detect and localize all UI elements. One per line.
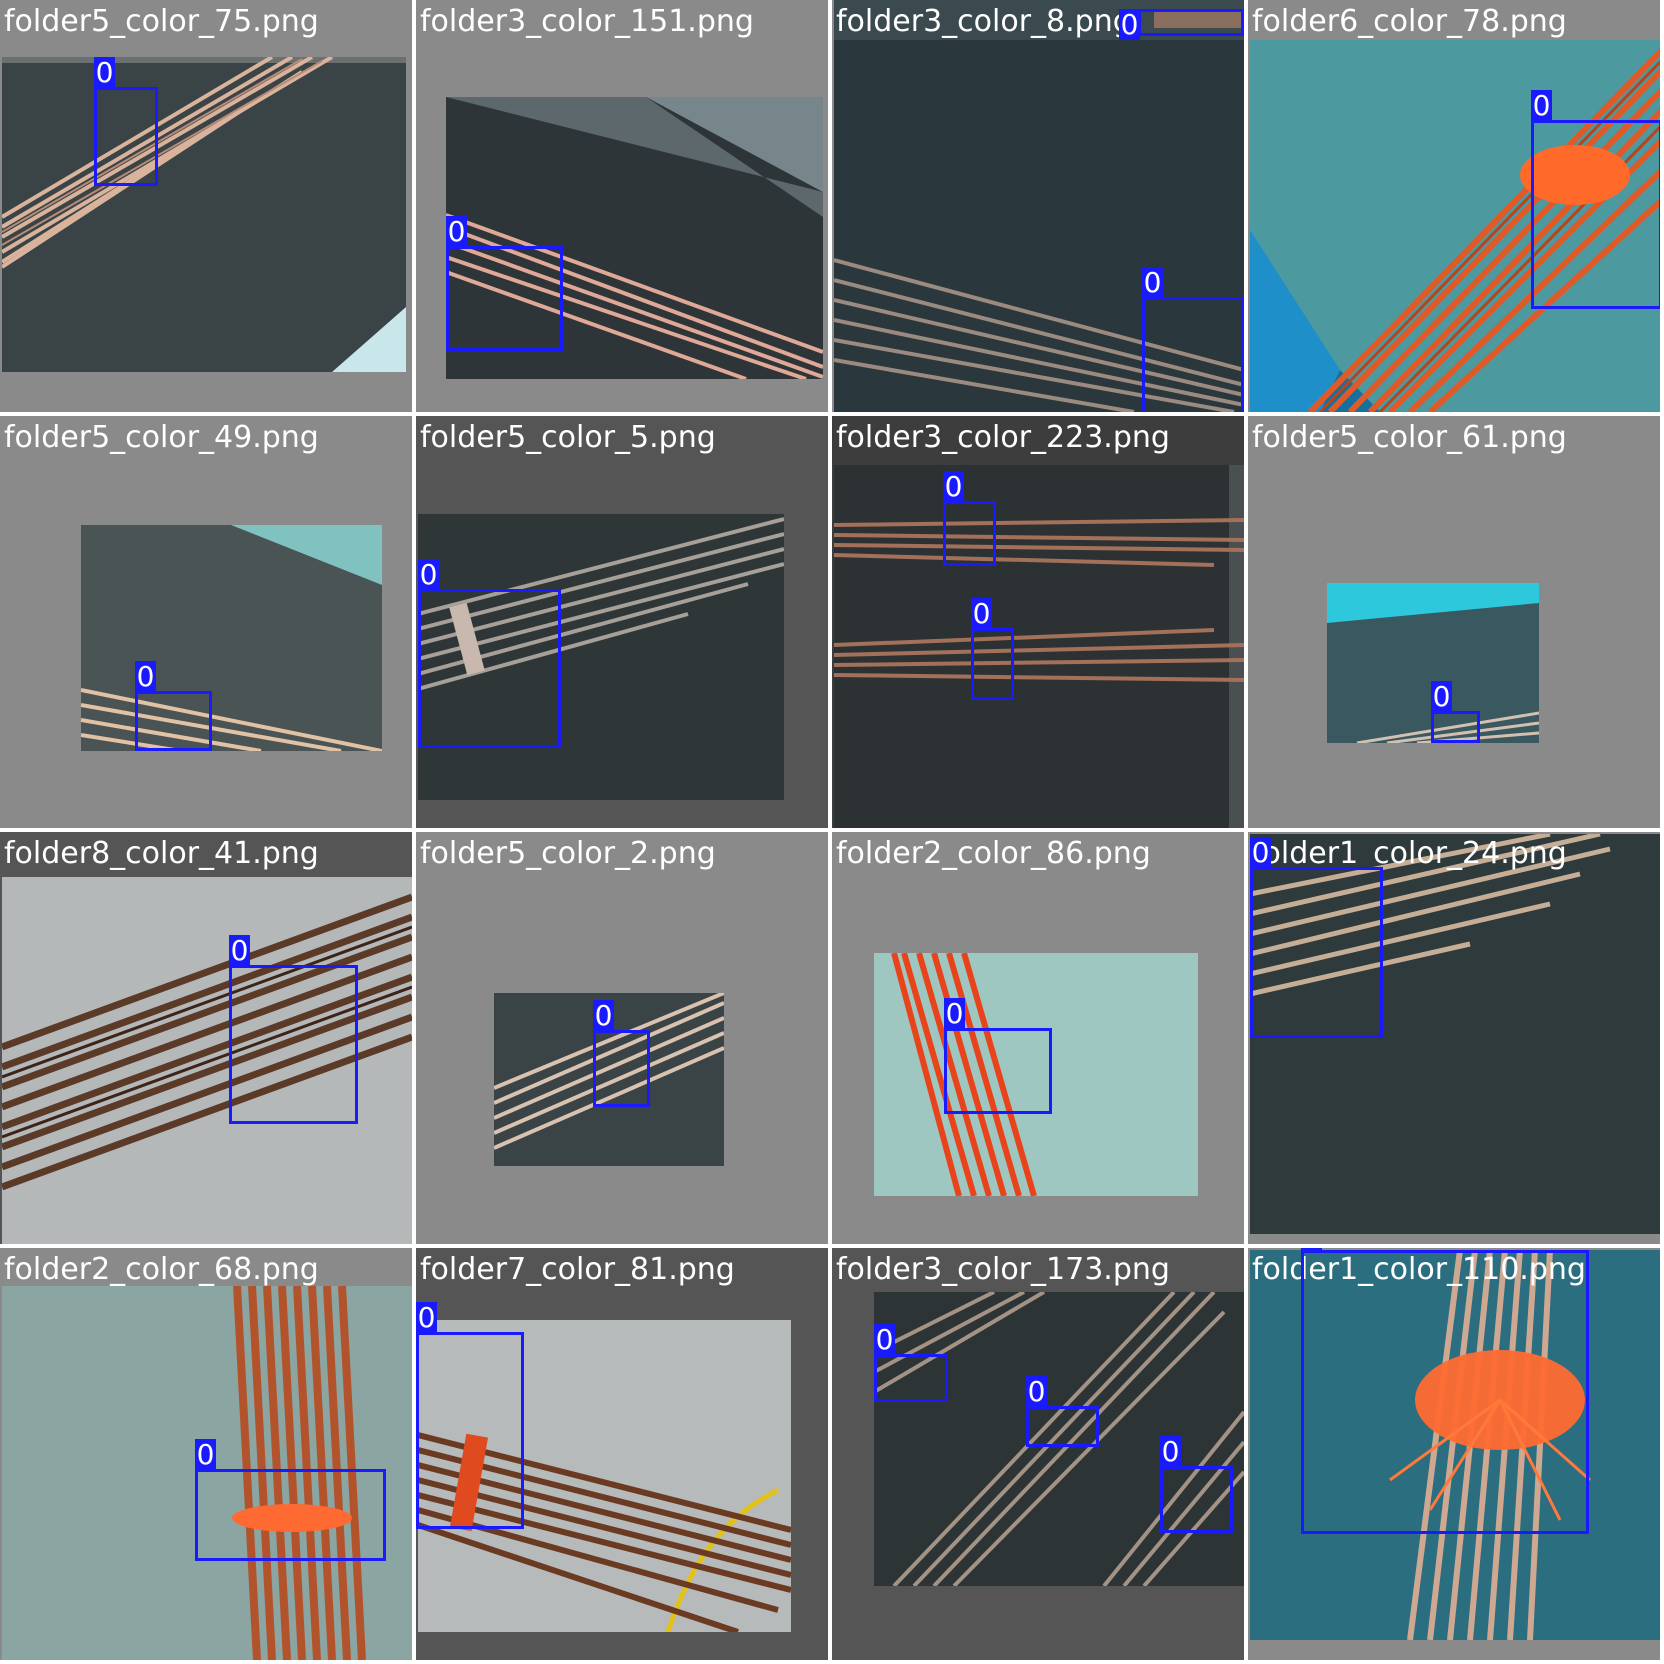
detection-box[interactable]: 0	[229, 935, 358, 1124]
tile-filename: folder2_color_68.png	[4, 1252, 319, 1287]
tile-folder6-color-78[interactable]: folder6_color_78.png 0	[1248, 0, 1660, 412]
detection-box[interactable]: 0	[1531, 90, 1660, 309]
tile-folder3-color-173[interactable]: folder3_color_173.png 0 0 0	[832, 1248, 1244, 1660]
photo	[2, 1286, 412, 1660]
tile-folder7-color-81[interactable]: folder7_color_81.png 0	[416, 1248, 828, 1660]
class-label: 0	[1431, 680, 1452, 713]
class-label: 0	[1250, 836, 1271, 869]
tile-folder8-color-41[interactable]: folder8_color_41.png 0	[0, 832, 412, 1244]
detection-box[interactable]: 0	[593, 1000, 650, 1107]
class-label: 0	[446, 215, 467, 248]
detection-box[interactable]: 0	[418, 559, 561, 748]
photo	[446, 97, 823, 379]
tile-filename: folder5_color_61.png	[1252, 420, 1567, 455]
photo	[2, 877, 412, 1244]
class-label: 0	[593, 999, 614, 1032]
detection-box[interactable]: 0	[971, 598, 1014, 700]
class-label: 0	[1160, 1435, 1181, 1468]
photo	[2, 57, 406, 372]
tile-filename: folder3_color_223.png	[836, 420, 1170, 455]
class-label: 0	[1301, 1248, 1322, 1251]
class-label: 0	[229, 934, 250, 967]
detection-box[interactable]: 0	[944, 998, 1052, 1114]
class-label: 0	[944, 997, 965, 1030]
detection-box[interactable]: 0	[135, 661, 212, 751]
tile-filename: folder3_color_151.png	[420, 4, 754, 39]
detection-box[interactable]: 0	[1026, 1376, 1099, 1447]
tile-folder3-color-223[interactable]: folder3_color_223.png 0 0	[832, 416, 1244, 828]
class-label: 0	[1531, 89, 1552, 122]
tile-folder3-color-151[interactable]: folder3_color_151.png 0	[416, 0, 828, 412]
detection-box[interactable]: 0	[1142, 267, 1244, 412]
tile-filename: folder5_color_2.png	[420, 836, 716, 871]
tile-filename: folder5_color_75.png	[4, 4, 319, 39]
detection-box[interactable]: 0	[1431, 681, 1480, 743]
tile-folder1-color-110[interactable]: folder1_color_110.png 0	[1248, 1248, 1660, 1660]
detection-box[interactable]: 0	[1160, 1436, 1233, 1533]
class-label: 0	[195, 1438, 216, 1471]
tile-folder1-color-24[interactable]: folder1_color_24.png 0	[1248, 832, 1660, 1244]
tile-filename: folder5_color_49.png	[4, 420, 319, 455]
tile-filename: folder6_color_78.png	[1252, 4, 1567, 39]
tile-folder5-color-75[interactable]: folder5_color_75.png 0	[0, 0, 412, 412]
tile-folder3-color-8[interactable]: folder3_color_8.png 0 0	[832, 0, 1244, 412]
photo	[418, 1320, 791, 1632]
detection-box[interactable]: 0	[1301, 1248, 1589, 1534]
tile-filename: folder3_color_8.png	[836, 4, 1132, 39]
detection-box[interactable]: 0	[874, 1324, 948, 1402]
photo	[1250, 1250, 1660, 1640]
tile-filename: folder7_color_81.png	[420, 1252, 735, 1287]
tile-folder5-color-5[interactable]: folder5_color_5.png 0	[416, 416, 828, 828]
class-label: 0	[1119, 8, 1140, 41]
tile-filename: folder2_color_86.png	[836, 836, 1151, 871]
tile-folder2-color-68[interactable]: folder2_color_68.png 0	[0, 1248, 412, 1660]
tile-folder2-color-86[interactable]: folder2_color_86.png 0	[832, 832, 1244, 1244]
tile-filename: folder3_color_173.png	[836, 1252, 1170, 1287]
tile-folder5-color-2[interactable]: folder5_color_2.png 0	[416, 832, 828, 1244]
tile-filename: folder1_color_110.png	[1252, 1252, 1586, 1287]
detection-box[interactable]: 0	[195, 1439, 386, 1561]
class-label: 0	[416, 1301, 437, 1334]
detection-box[interactable]: 0	[943, 471, 996, 566]
tile-filename: folder1_color_24.png	[1252, 836, 1567, 871]
detection-box[interactable]: 0	[416, 1302, 524, 1529]
class-label: 0	[1026, 1375, 1047, 1408]
photo	[81, 525, 382, 751]
tile-folder5-color-49[interactable]: folder5_color_49.png 0	[0, 416, 412, 828]
detection-box[interactable]: 0	[1250, 837, 1383, 1038]
photo	[834, 465, 1244, 828]
class-label: 0	[135, 660, 156, 693]
photo	[874, 953, 1198, 1196]
class-label: 0	[943, 470, 964, 503]
detection-box[interactable]: 0	[94, 57, 158, 186]
photo	[418, 514, 784, 800]
class-label: 0	[418, 558, 439, 591]
class-label: 0	[874, 1323, 895, 1356]
tile-folder5-color-61[interactable]: folder5_color_61.png 0	[1248, 416, 1660, 828]
photo	[834, 0, 1244, 412]
class-label: 0	[1142, 266, 1163, 299]
detection-box[interactable]: 0	[446, 216, 563, 351]
class-label: 0	[971, 597, 992, 630]
photo	[1250, 834, 1660, 1234]
detection-box[interactable]: 0	[1119, 9, 1244, 40]
tile-filename: folder5_color_5.png	[420, 420, 716, 455]
class-label: 0	[94, 56, 115, 89]
tile-filename: folder8_color_41.png	[4, 836, 319, 871]
